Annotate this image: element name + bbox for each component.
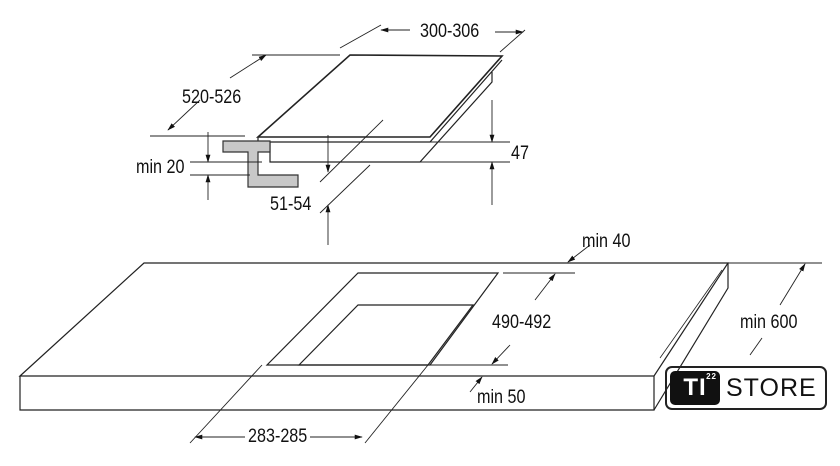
worktop-bracket [222,140,299,188]
label-hob-height: 47 [511,143,529,164]
cutout [265,272,500,366]
logo-superscript: 22 [706,372,717,381]
hob-dimension-lines [150,24,526,245]
worktop-dimension-lines [189,244,822,444]
worktop [18,262,730,411]
label-hob-depth: 520-526 [182,87,242,108]
label-front-clearance: min 50 [477,387,526,408]
label-back-clearance: min 40 [582,231,631,252]
logo-text: STORE [726,373,817,402]
hob [255,54,504,163]
label-hob-width: 300-306 [420,21,480,42]
logo-mark-text: TI [683,374,707,401]
label-cutout-depth: 490-492 [492,312,552,333]
label-worktop-depth: min 600 [740,312,798,333]
label-worktop-thickness: min 20 [136,157,185,178]
label-cutout-depth-below: 51-54 [270,194,312,215]
label-cutout-width: 283-285 [248,426,308,447]
